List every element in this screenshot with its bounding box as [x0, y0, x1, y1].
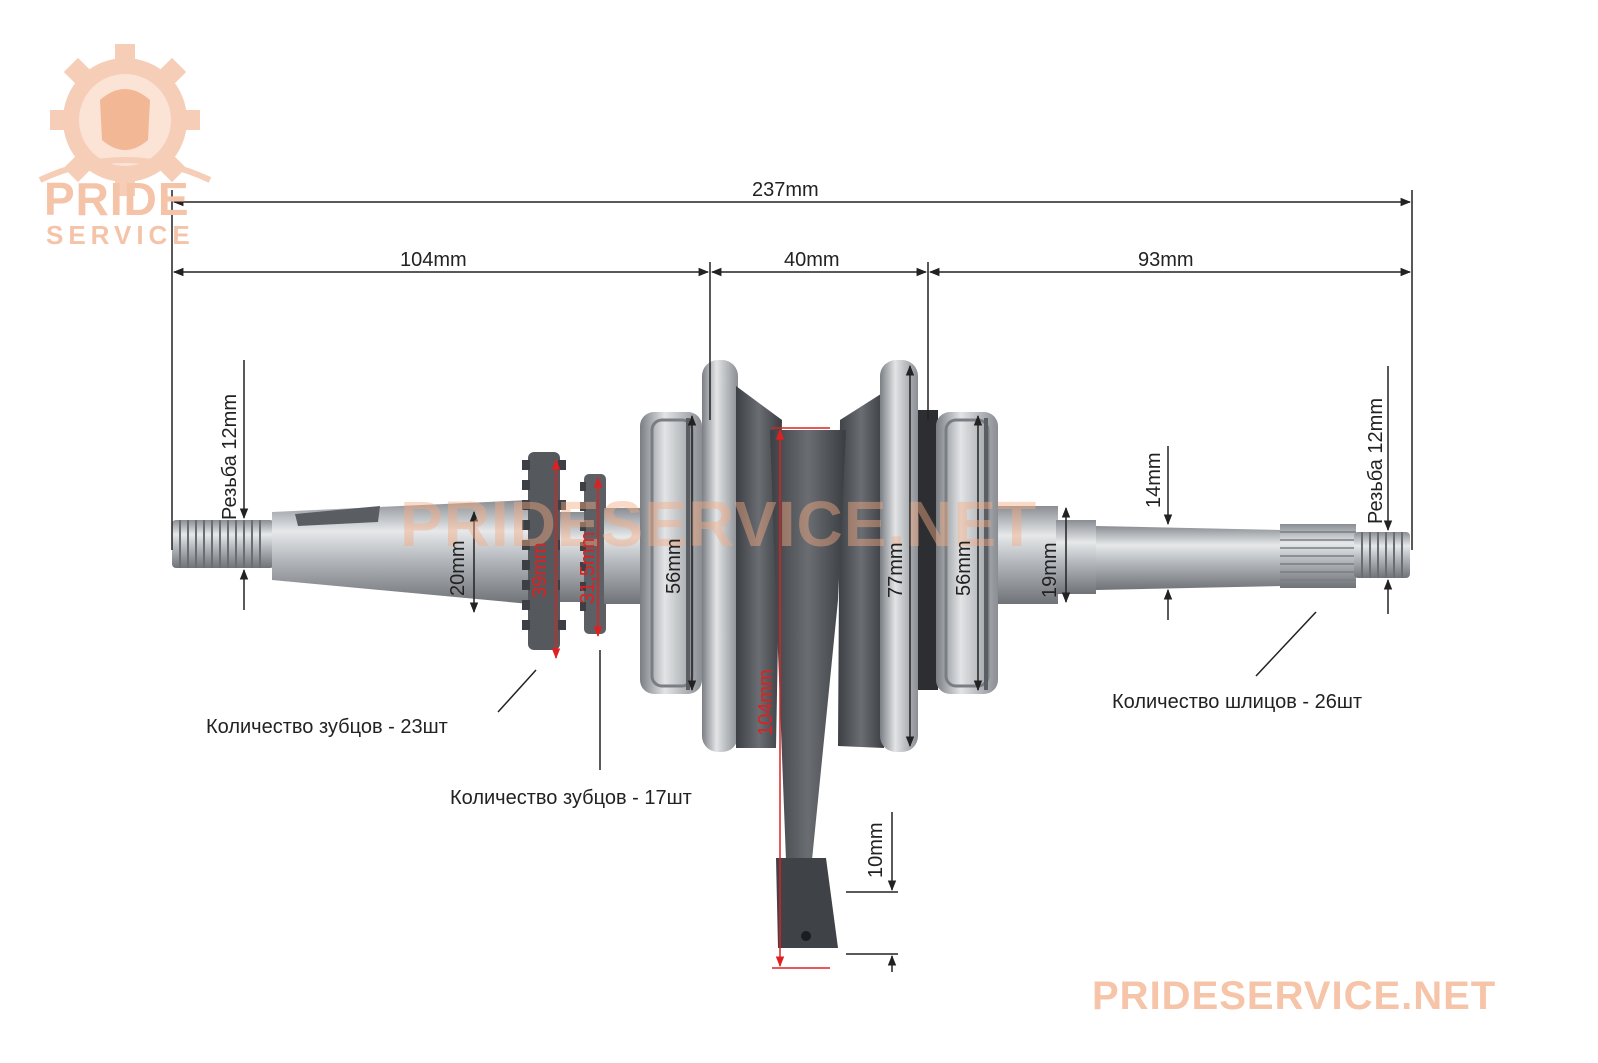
dim-total-length: 237mm: [752, 179, 819, 201]
logo-text-service: SERVICE: [46, 220, 195, 250]
watermark-center: PRIDESERVICE.NET: [400, 488, 1038, 560]
dim-right-shaft-diameter: 19mm: [1039, 542, 1061, 598]
logo-text-pride: PRIDE: [44, 173, 190, 225]
note-teeth-23: Количество зубцов - 23шт: [206, 716, 448, 738]
connecting-rod: [770, 430, 846, 948]
left-tapered-shaft: [272, 500, 530, 604]
dim-right-bearing: 56mm: [953, 540, 975, 596]
dim-middle-section: 40mm: [784, 249, 840, 271]
pride-service-logo: [38, 44, 212, 196]
dim-left-section: 104mm: [400, 249, 467, 271]
dim-pin-diameter: 10mm: [865, 822, 887, 878]
right-spline: [1280, 524, 1356, 588]
dim-left-bearing: 56mm: [663, 538, 685, 594]
dim-right-thread: Резьба 12mm: [1365, 398, 1387, 524]
right-threaded-end: [1354, 532, 1410, 578]
dim-right-section: 93mm: [1138, 249, 1194, 271]
watermark-bottom: PRIDESERVICE.NET: [1092, 974, 1497, 1018]
dim-web-diameter: 77mm: [885, 542, 907, 598]
dim-left-thread: Резьба 12mm: [219, 394, 241, 520]
highlight-dimension-lines: [551, 427, 830, 969]
dim-rod-length: 104mm: [755, 669, 777, 736]
dimension-lines: [171, 190, 1413, 972]
note-splines-26: Количество шлицов - 26шт: [1112, 691, 1363, 713]
dim-left-shaft-diameter: 20mm: [447, 540, 469, 596]
dim-gear-large: 39mm: [529, 542, 551, 598]
left-threaded-end: [172, 520, 274, 568]
left-crank-web: [702, 360, 782, 752]
note-teeth-17: Количество зубцов - 17шт: [450, 787, 692, 809]
left-shaft-collar: [604, 508, 640, 604]
right-bearing: [918, 410, 998, 694]
dim-gear-small: 31,5mm: [577, 531, 599, 604]
dim-spline-diameter: 14mm: [1143, 452, 1165, 508]
